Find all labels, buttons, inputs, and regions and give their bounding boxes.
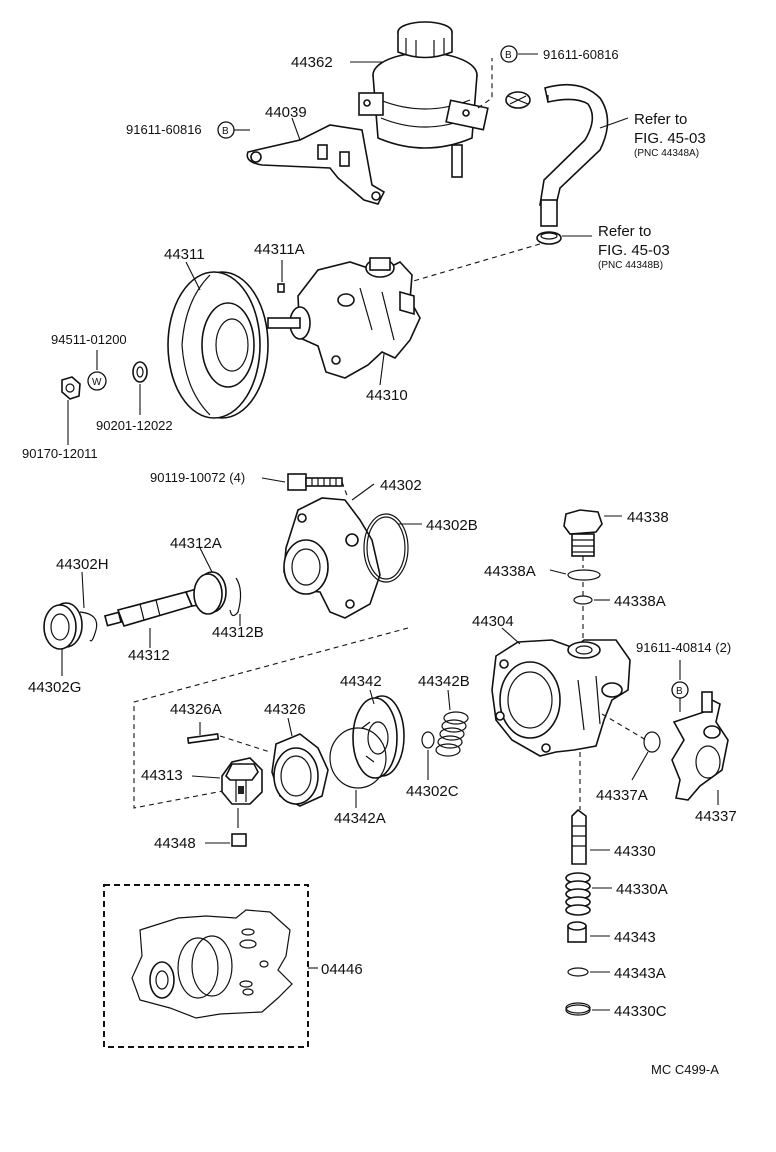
callout-44310: 44310 bbox=[366, 387, 408, 404]
callout-44337a: 44337A bbox=[596, 787, 648, 804]
suction-oring-icon bbox=[643, 731, 661, 753]
badge-b-stud: B bbox=[676, 686, 683, 697]
hose-icon[interactable] bbox=[539, 83, 609, 227]
union-bolt-icon[interactable] bbox=[563, 509, 603, 557]
refer-2-line-b: FIG. 45-03 bbox=[598, 242, 670, 259]
callout-44326: 44326 bbox=[264, 701, 306, 718]
refer-2-line-c: (PNC 44348B) bbox=[598, 260, 663, 271]
reservoir-icon[interactable] bbox=[358, 21, 489, 178]
callout-44343: 44343 bbox=[614, 929, 656, 946]
refer-1-line-c: (PNC 44348A) bbox=[634, 148, 699, 159]
gasket-b-icon bbox=[573, 595, 593, 605]
bearing-icon bbox=[193, 571, 227, 615]
callout-04446: 04446 bbox=[321, 961, 363, 978]
nut-icon bbox=[61, 376, 81, 400]
callout-44338: 44338 bbox=[627, 509, 669, 526]
callout-44338a-1: 44338A bbox=[484, 563, 536, 580]
rear-housing-icon[interactable] bbox=[491, 639, 631, 757]
callout-44302g: 44302G bbox=[28, 679, 81, 696]
callout-90119-10072: 90119-10072 (4) bbox=[150, 470, 245, 485]
badge-b-left: B bbox=[222, 126, 229, 137]
callout-44039: 44039 bbox=[265, 104, 307, 121]
plug-icon bbox=[567, 921, 587, 943]
key-icon bbox=[277, 283, 285, 293]
circlip-icon bbox=[565, 1002, 591, 1016]
shaft-icon[interactable] bbox=[103, 587, 208, 627]
callout-44330: 44330 bbox=[614, 843, 656, 860]
figure-code: MC C499-A bbox=[651, 1062, 719, 1077]
callout-91611-40814: 91611-40814 (2) bbox=[636, 640, 731, 655]
valve-spring-icon bbox=[565, 872, 591, 916]
callout-44362: 44362 bbox=[291, 54, 333, 71]
bolt-b-left-icon: B bbox=[217, 121, 235, 139]
washer-w-icon: W bbox=[87, 371, 107, 391]
seal-icon bbox=[79, 611, 98, 642]
bolt-b-top-icon: B bbox=[477, 45, 518, 109]
gasket-a-icon bbox=[567, 569, 601, 581]
callout-44312b: 44312B bbox=[212, 624, 264, 641]
refer-1-line-b: FIG. 45-03 bbox=[634, 130, 706, 147]
callout-44343a: 44343A bbox=[614, 965, 666, 982]
callout-44311: 44311 bbox=[164, 246, 205, 263]
badge-w: W bbox=[92, 377, 102, 388]
callout-44304: 44304 bbox=[472, 613, 514, 630]
callout-44342: 44342 bbox=[340, 673, 382, 690]
callout-44330a: 44330A bbox=[616, 881, 668, 898]
spring-icon bbox=[435, 711, 469, 757]
callout-44302c: 44302C bbox=[406, 783, 459, 800]
callout-90170-12011: 90170-12011 bbox=[22, 446, 98, 461]
callout-91611-60816-left: 91611-60816 bbox=[126, 122, 202, 137]
callout-44338a-2: 44338A bbox=[614, 593, 666, 610]
pulley-icon[interactable] bbox=[167, 271, 269, 419]
callout-44302h: 44302H bbox=[56, 556, 109, 573]
gasket-kit-icon[interactable] bbox=[131, 909, 293, 1019]
callout-44302: 44302 bbox=[380, 477, 422, 494]
callout-44342b: 44342B bbox=[418, 673, 470, 690]
suction-port-icon[interactable] bbox=[671, 691, 729, 801]
pin-icon bbox=[186, 733, 220, 744]
badge-b-top: B bbox=[505, 50, 512, 61]
vane-icon bbox=[231, 833, 247, 847]
rotor-icon[interactable] bbox=[221, 757, 263, 805]
oil-seal-icon bbox=[43, 602, 83, 650]
leader-44039 bbox=[291, 117, 301, 141]
cam-ring-icon[interactable] bbox=[271, 733, 329, 807]
stud-bolt-b-icon: B bbox=[671, 681, 689, 699]
front-housing-icon[interactable] bbox=[283, 497, 381, 619]
snap-ring-icon bbox=[229, 577, 242, 617]
plug-oring-icon bbox=[567, 967, 589, 977]
callout-44326a: 44326A bbox=[170, 701, 222, 718]
callout-90201-12022: 90201-12022 bbox=[96, 418, 173, 433]
o-ring-large-icon bbox=[363, 513, 409, 583]
clamp-top-icon bbox=[505, 91, 531, 109]
clamp-bottom-icon bbox=[536, 231, 562, 245]
callout-94511-01200: 94511-01200 bbox=[51, 332, 127, 347]
callout-44312a: 44312A bbox=[170, 535, 222, 552]
bracket-icon[interactable] bbox=[246, 124, 386, 205]
callout-44313: 44313 bbox=[141, 767, 183, 784]
o-ring-c-icon bbox=[421, 731, 435, 749]
callout-44342a: 44342A bbox=[334, 810, 386, 827]
callout-91611-60816-top: 91611-60816 bbox=[543, 47, 619, 62]
refer-2-line-a: Refer to bbox=[598, 223, 651, 240]
bolt-icon bbox=[287, 473, 343, 491]
washer-icon bbox=[132, 361, 148, 383]
pump-assembly-icon[interactable] bbox=[267, 257, 421, 379]
callout-44302b: 44302B bbox=[426, 517, 478, 534]
callout-44330c: 44330C bbox=[614, 1003, 667, 1020]
callout-44348: 44348 bbox=[154, 835, 196, 852]
gasket-kit-box bbox=[103, 884, 309, 1048]
callout-44337: 44337 bbox=[695, 808, 737, 825]
o-ring-a-icon bbox=[329, 727, 387, 789]
callout-44312: 44312 bbox=[128, 647, 170, 664]
refer-1-line-a: Refer to bbox=[634, 111, 687, 128]
assembly-frame bbox=[133, 627, 409, 809]
flow-control-valve-icon[interactable] bbox=[571, 808, 587, 865]
callout-44311a: 44311A bbox=[254, 241, 305, 258]
